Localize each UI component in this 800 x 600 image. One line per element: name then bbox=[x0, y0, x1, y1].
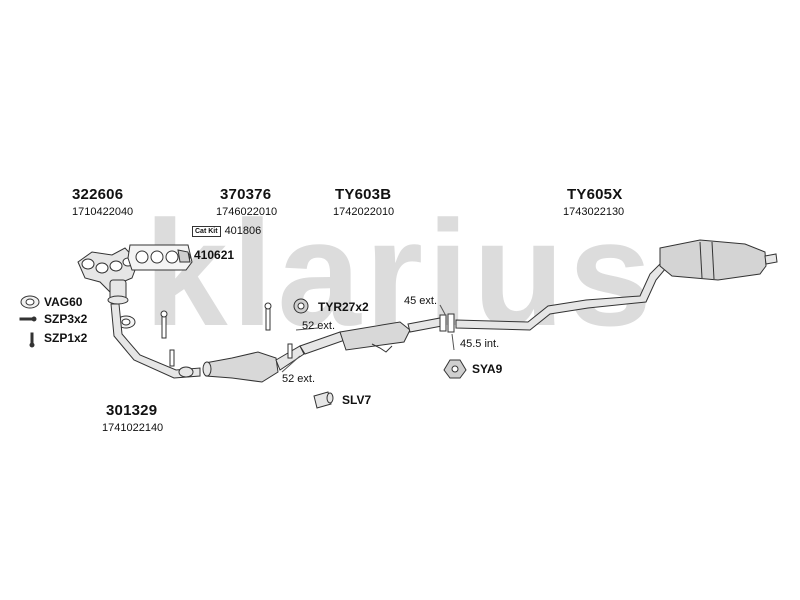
sensor-stud-front bbox=[160, 310, 175, 367]
part-number-ty603b: TY603B bbox=[335, 186, 392, 203]
part-number-301329: 301329 bbox=[106, 402, 158, 419]
clamp-45 bbox=[439, 313, 455, 333]
oe-number-301329: 1741022140 bbox=[102, 422, 164, 434]
note-52-ext-lower: 52 ext. bbox=[282, 373, 316, 385]
hanger-sya9 bbox=[443, 359, 467, 379]
accessory-410621: 410621 bbox=[194, 248, 235, 262]
oe-number-ty603b: 1742022010 bbox=[333, 206, 395, 218]
szp3x2-stud-icon bbox=[19, 316, 37, 322]
part-number-370376: 370376 bbox=[220, 186, 272, 203]
rear-silencer bbox=[659, 239, 778, 281]
hanger-tyr27 bbox=[293, 298, 309, 314]
sleeve-slv7 bbox=[313, 391, 334, 409]
cat-kit-box: Cat Kit bbox=[192, 225, 221, 237]
accessory-slv7: SLV7 bbox=[342, 393, 372, 407]
center-resonator bbox=[339, 321, 411, 351]
note-52-ext-upper: 52 ext. bbox=[302, 320, 336, 332]
part-number-322606: 322606 bbox=[72, 186, 124, 203]
accessory-sya9: SYA9 bbox=[472, 362, 503, 376]
accessory-szp3x2: SZP3x2 bbox=[44, 312, 88, 326]
part-number-ty605x: TY605X bbox=[567, 186, 623, 203]
oe-number-322606: 1710422040 bbox=[72, 206, 134, 218]
rear-pipe bbox=[455, 261, 667, 331]
szp1x2-stud-icon bbox=[29, 332, 35, 348]
cat-kit-number: 401806 bbox=[224, 225, 262, 237]
accessory-tyr27x2: TYR27x2 bbox=[318, 300, 369, 314]
clamp-410621 bbox=[177, 249, 191, 263]
accessory-szp1x2: SZP1x2 bbox=[44, 331, 88, 345]
center-pipe bbox=[299, 331, 346, 355]
note-45-5-int: 45.5 int. bbox=[460, 338, 500, 350]
accessory-vag60: VAG60 bbox=[44, 295, 83, 309]
oe-number-ty605x: 1743022130 bbox=[563, 206, 625, 218]
note-45-ext: 45 ext. bbox=[404, 295, 438, 307]
exhaust-manifold bbox=[77, 247, 139, 305]
oe-number-370376: 1746022010 bbox=[216, 206, 278, 218]
sensor-stud-center bbox=[264, 302, 293, 359]
